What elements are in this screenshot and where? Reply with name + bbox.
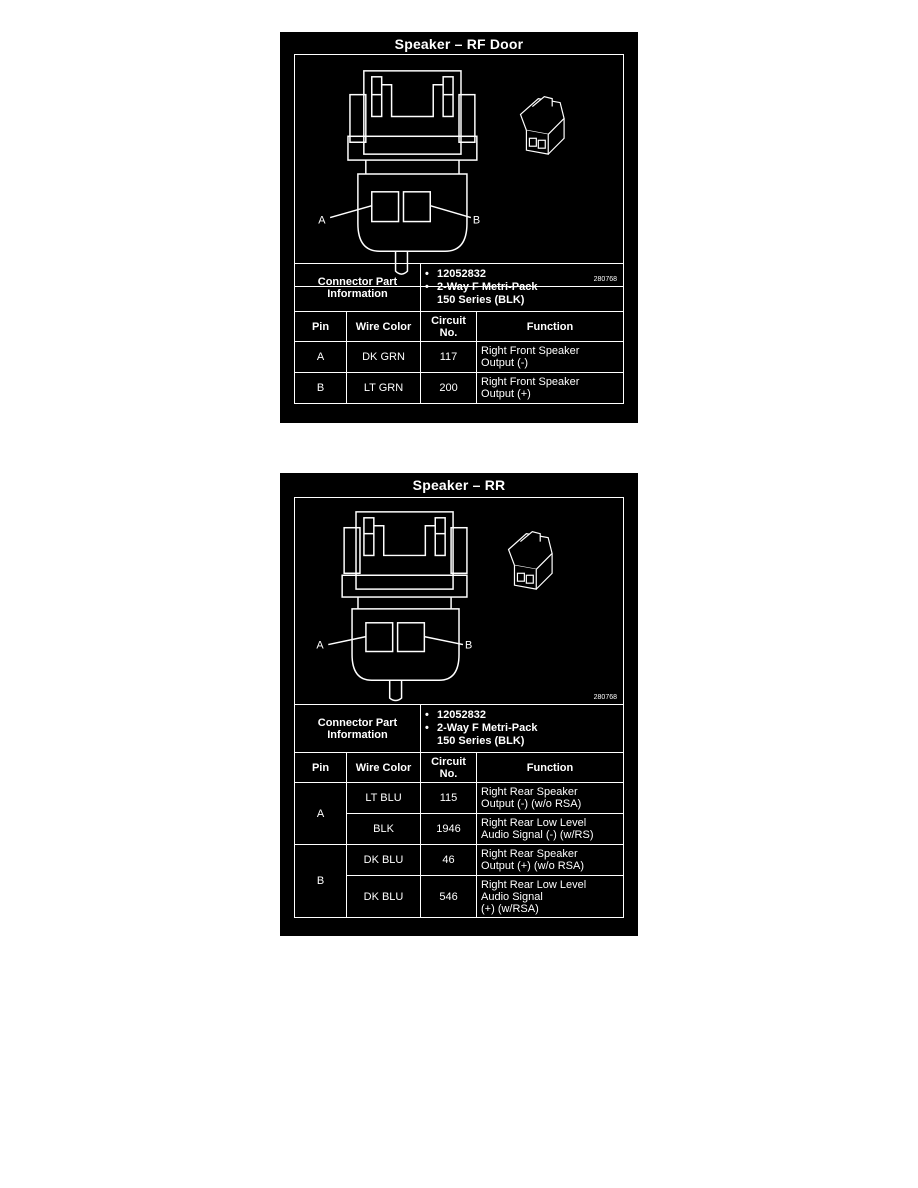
pin-label-b: B [465, 640, 472, 652]
connector-info-label: Connector Part Information [293, 704, 422, 753]
cavity-a [371, 191, 400, 223]
connector-panel-rf-door: Speaker – RF Door [280, 32, 638, 423]
col-header-wire-color: Wire Color [345, 311, 422, 342]
pin-cell: A [294, 341, 347, 373]
connector-type: 2-Way F Metri-Pack [437, 281, 538, 293]
connector-crossbar [347, 135, 478, 161]
panel-title: Speaker – RR [412, 477, 506, 493]
connector-info-items: •12052832 •2-Way F Metri-Pack 150 Series… [420, 704, 624, 753]
connector-latch [363, 70, 462, 155]
connector-body [357, 173, 468, 253]
connector-table: Connector Part Information •12052832 •2-… [293, 263, 624, 404]
pin-cell: B [294, 372, 347, 404]
wire-color-cell: BLK [345, 813, 422, 845]
wire-color-cell: LT GRN [345, 372, 422, 404]
col-header-pin: Pin [294, 752, 347, 783]
col-header-function: Function [476, 752, 624, 783]
pin-label-a: A [318, 215, 326, 227]
circuit-cell: 46 [420, 844, 478, 876]
col-header-circuit: Circuit No. [420, 752, 478, 783]
connector-info-label: Connector Part Information [293, 263, 422, 312]
figure-number: 280768 [593, 694, 617, 701]
connector-drawing: A B [318, 70, 565, 275]
connector-table: Connector Part Information •12052832 •2-… [293, 704, 624, 918]
circuit-cell: 117 [420, 341, 478, 373]
cavity-b [402, 191, 432, 223]
connector-diagram-frame: A B 280768 [294, 497, 624, 705]
connector-thumbnail [507, 531, 553, 590]
connector-type: 2-Way F Metri-Pack [437, 722, 538, 734]
circuit-cell: 1946 [420, 813, 478, 845]
part-number: 12052832 [437, 268, 486, 280]
col-header-pin: Pin [294, 311, 347, 342]
circuit-cell: 200 [420, 372, 478, 404]
circuit-cell: 546 [420, 875, 478, 918]
col-header-circuit: Circuit No. [420, 311, 478, 342]
connector-series: 150 Series (BLK) [437, 735, 525, 747]
connector-drawing: A B [316, 511, 553, 702]
connector-series: 150 Series (BLK) [437, 294, 525, 306]
connector-diagram-frame: A B 280768 [294, 54, 624, 287]
circuit-cell: 115 [420, 782, 478, 814]
connector-info-items: •12052832 •2-Way F Metri-Pack 150 Series… [420, 263, 624, 312]
connector-panel-rr: Speaker – RR [280, 473, 638, 936]
pin-label-b: B [473, 215, 480, 227]
part-number: 12052832 [437, 709, 486, 721]
connector-thumbnail [519, 95, 565, 155]
pin-cell: B [294, 844, 347, 918]
wire-color-cell: DK BLU [345, 875, 422, 918]
col-header-wire-color: Wire Color [345, 752, 422, 783]
panel-title: Speaker – RF Door [394, 36, 524, 52]
wire-color-cell: DK GRN [345, 341, 422, 373]
pin-cell: A [294, 782, 347, 845]
right-wing [458, 93, 476, 143]
wire-color-cell: LT BLU [345, 782, 422, 814]
pin-label-a: A [316, 640, 324, 652]
left-wing [349, 93, 367, 143]
col-header-function: Function [476, 311, 624, 342]
wire-color-cell: DK BLU [345, 844, 422, 876]
